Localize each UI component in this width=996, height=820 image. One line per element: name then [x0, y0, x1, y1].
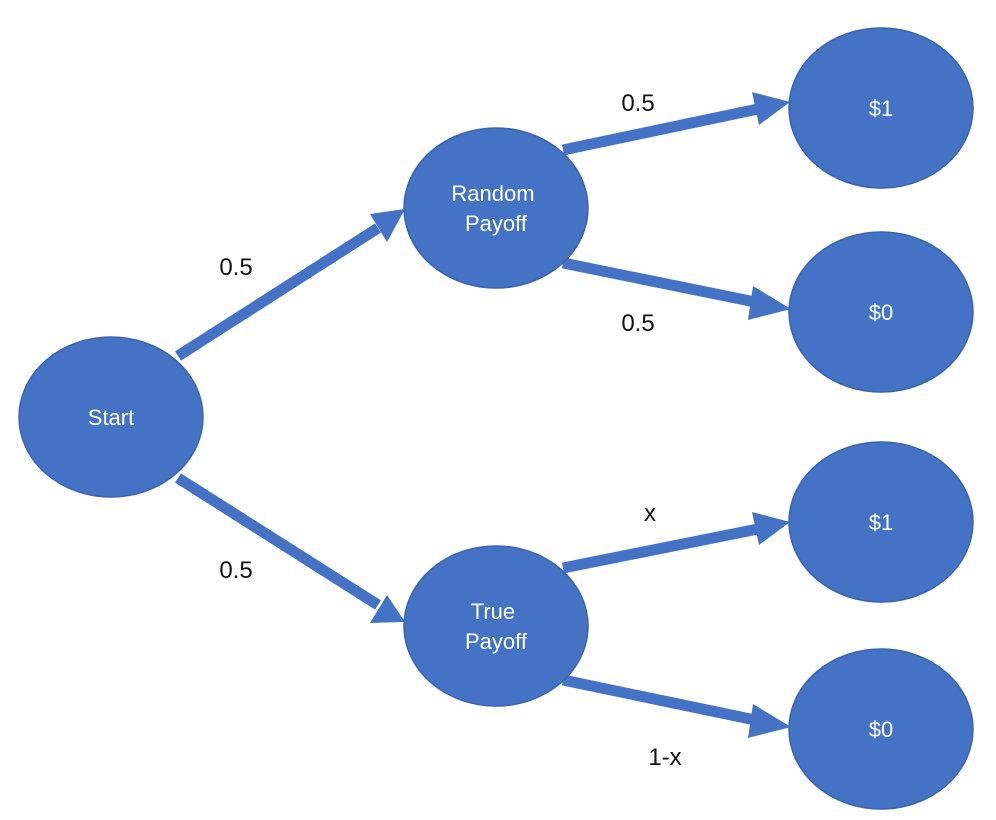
edge-start-to-true	[175, 473, 405, 623]
node-random-win: $1	[788, 27, 974, 189]
edge-label-true-to-lose: 1-x	[648, 744, 681, 771]
node-true-lose: $0	[788, 648, 974, 810]
edge-label-true-to-win: x	[644, 500, 656, 527]
node-true-payoff: True Payoff	[403, 545, 589, 707]
node-true-payoff-label: True Payoff	[465, 599, 528, 654]
node-true-win: $1	[788, 441, 974, 603]
edge-label-start-to-random: 0.5	[219, 254, 252, 281]
node-true-payoff-line1: True	[471, 599, 515, 624]
edge-true-to-lose	[561, 674, 791, 738]
node-start: Start	[18, 336, 204, 498]
node-random-payoff-line1: Random	[451, 181, 534, 206]
node-true-win-label: $1	[869, 510, 893, 535]
edge-label-random-to-lose: 0.5	[621, 310, 654, 337]
edge-random-to-lose	[561, 257, 791, 320]
edge-start-to-random	[175, 209, 405, 361]
node-random-payoff-label: Random Payoff	[451, 181, 540, 236]
edge-label-start-to-true: 0.5	[219, 557, 252, 584]
node-start-label: Start	[88, 405, 134, 430]
node-random-payoff-line2: Payoff	[465, 211, 528, 236]
node-random-lose-label: $0	[869, 300, 893, 325]
edge-true-to-win	[561, 512, 790, 574]
node-random-payoff: Random Payoff	[403, 127, 589, 289]
node-true-payoff-line2: Payoff	[465, 629, 528, 654]
edge-label-random-to-win: 0.5	[621, 90, 654, 117]
node-random-lose: $0	[788, 231, 974, 393]
edge-random-to-win	[561, 92, 790, 156]
node-random-win-label: $1	[869, 96, 893, 121]
node-true-lose-label: $0	[869, 717, 893, 742]
